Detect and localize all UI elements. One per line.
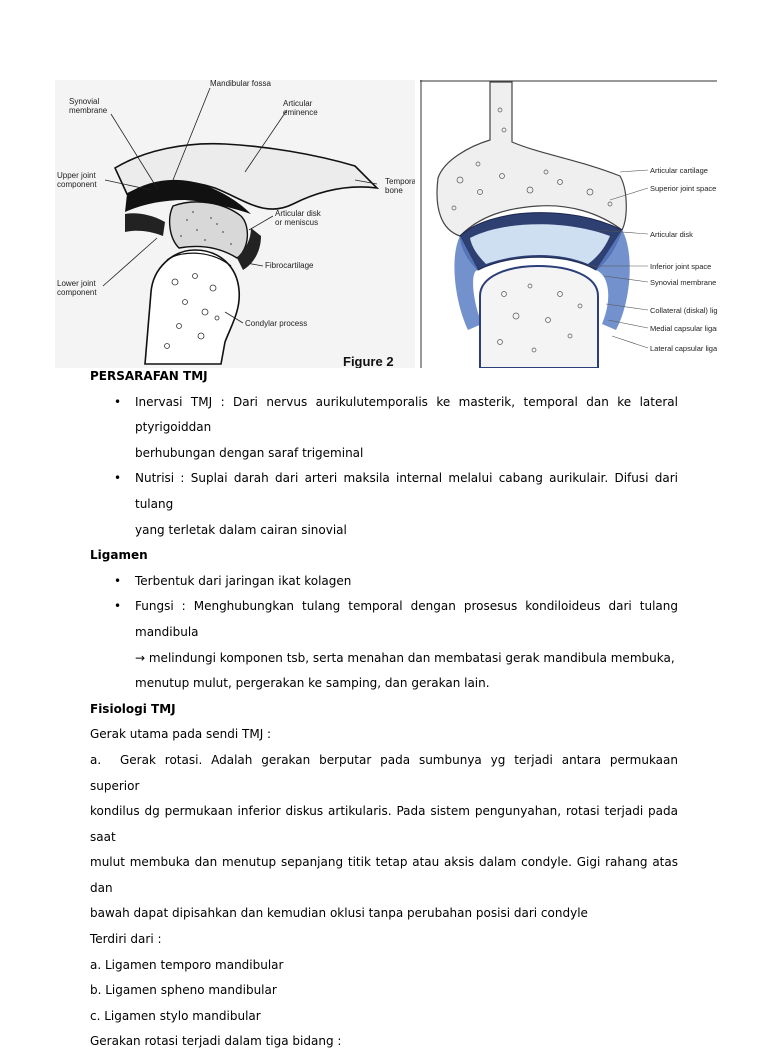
label-articular: Articular: [283, 99, 313, 108]
paragraph-line: mulut membuka dan menutup sepanjang titi…: [90, 855, 678, 895]
paragraph-line: kondilus dg permukaan inferior diskus ar…: [90, 804, 678, 844]
ligamen-list: • Terbentuk dari jaringan ikat kolagen •…: [90, 569, 678, 697]
tmj-line-diagram: Mandibular fossa Synovial membrane Artic…: [55, 80, 415, 368]
label-or-meniscus: or meniscus: [275, 218, 318, 227]
label-collateral-ligament: Collateral (diskal) ligament: [650, 306, 717, 315]
label-membrane: membrane: [69, 106, 108, 115]
label-lateral-capsular-ligament: Lateral capsular ligament: [650, 344, 717, 353]
figures-row: Mandibular fossa Synovial membrane Artic…: [55, 80, 717, 368]
bullet-text: → melindungi komponen tsb, serta menahan…: [135, 651, 675, 665]
terdiri-dari-text: Terdiri dari :: [90, 927, 678, 953]
label-upper-joint: Upper joint: [57, 171, 96, 180]
heading-fisiologi: Fisiologi TMJ: [90, 697, 678, 723]
ligamen-item-a: a. Ligamen temporo mandibular: [90, 953, 678, 979]
bullet-icon: •: [114, 569, 121, 595]
label-temporal: Temporal: [385, 177, 415, 186]
label-inferior-joint-space: Inferior joint space: [650, 262, 711, 271]
bullet-text: Inervasi TMJ : Dari nervus aurikulutempo…: [135, 395, 678, 435]
label-synovial: Synovial: [69, 97, 99, 106]
label-superior-joint-space: Superior joint space: [650, 184, 716, 193]
paragraph-line: Gerak rotasi. Adalah gerakan berputar pa…: [90, 753, 678, 793]
bullet-text: Terbentuk dari jaringan ikat kolagen: [135, 574, 351, 588]
list-item: • Nutrisi : Suplai darah dari arteri mak…: [90, 466, 678, 543]
label-condylar-process: Condylar process: [245, 319, 307, 328]
label-bone: bone: [385, 186, 403, 195]
label-articular-cartilage: Articular cartilage: [650, 166, 708, 175]
document-body: PERSARAFAN TMJ • Inervasi TMJ : Dari ner…: [90, 364, 678, 1055]
label-fibrocartilage: Fibrocartilage: [265, 261, 314, 270]
list-item: • Fungsi : Menghubungkan tulang temporal…: [90, 594, 678, 696]
gerak-utama-text: Gerak utama pada sendi TMJ :: [90, 722, 678, 748]
list-item: • Terbentuk dari jaringan ikat kolagen: [90, 569, 678, 595]
label-articular-disk: Articular disk: [275, 209, 322, 218]
paragraph-gerak-rotasi: a.Gerak rotasi. Adalah gerakan berputar …: [90, 748, 678, 927]
label-mandibular-fossa: Mandibular fossa: [210, 80, 271, 88]
bullet-text: Nutrisi : Suplai darah dari arteri maksi…: [135, 471, 678, 511]
label-articular-disk-2: Articular disk: [650, 230, 693, 239]
heading-persarafan: PERSARAFAN TMJ: [90, 364, 678, 390]
ligamen-item-b: b. Ligamen spheno mandibular: [90, 978, 678, 1004]
label-synovial-membrane: Synovial membrane: [650, 278, 716, 287]
bullet-text: berhubungan dengan saraf trigeminal: [135, 446, 363, 460]
bullet-icon: •: [114, 390, 121, 416]
heading-ligamen: Ligamen: [90, 543, 678, 569]
label-lower-component: component: [57, 288, 97, 297]
paragraph-line: bawah dapat dipisahkan dan kemudian oklu…: [90, 906, 588, 920]
bullet-icon: •: [114, 594, 121, 620]
bullet-text: menutup mulut, pergerakan ke samping, da…: [135, 676, 490, 690]
list-item: • Inervasi TMJ : Dari nervus aurikulutem…: [90, 390, 678, 467]
gerakan-rotasi-text: Gerakan rotasi terjadi dalam tiga bidang…: [90, 1029, 678, 1055]
bullet-icon: •: [114, 466, 121, 492]
list-marker-a: a.: [90, 748, 120, 774]
label-lower-joint: Lower joint: [57, 279, 96, 288]
label-eminence: eminence: [283, 108, 318, 117]
persarafan-list: • Inervasi TMJ : Dari nervus aurikulutem…: [90, 390, 678, 544]
tmj-cross-section-diagram: Articular cartilage Superior joint space…: [420, 80, 717, 368]
label-medial-capsular-ligament: Medial capsular ligament: [650, 324, 717, 333]
bullet-text: Fungsi : Menghubungkan tulang temporal d…: [135, 599, 678, 639]
bullet-text: yang terletak dalam cairan sinovial: [135, 523, 347, 537]
label-upper-component: component: [57, 180, 97, 189]
ligamen-item-c: c. Ligamen stylo mandibular: [90, 1004, 678, 1030]
